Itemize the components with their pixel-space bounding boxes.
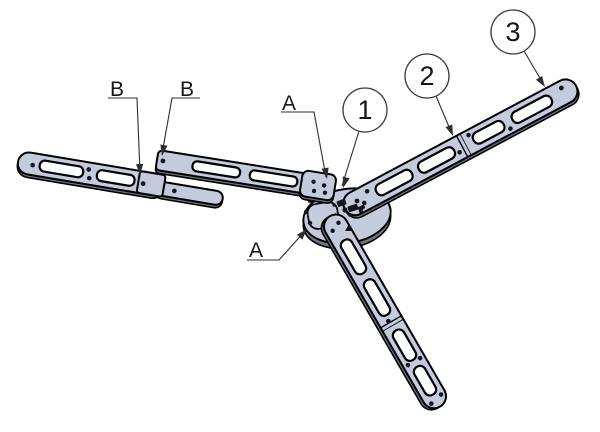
part-arm-bottom (320, 213, 447, 411)
balloon-3: 3 (490, 9, 536, 55)
label-a-upper: A (282, 92, 296, 115)
label-a-upper-leader (281, 111, 327, 178)
label-a-lower: A (249, 239, 263, 262)
part-arm-outer-left (16, 151, 224, 209)
label-b-left: B (110, 78, 124, 101)
label-b-right-leader (161, 97, 200, 155)
center-fasteners (332, 198, 366, 231)
label-a-lower-leader (247, 230, 306, 261)
balloon-1-number: 1 (357, 95, 372, 125)
part-arm-upper-right (342, 78, 580, 219)
leader-lines (108, 50, 545, 261)
balloon-1-leader (341, 130, 360, 187)
label-b-left-leader (108, 97, 141, 174)
balloon-2: 2 (404, 53, 450, 99)
detail-labels: B B A A (110, 78, 296, 262)
balloon-1: 1 (342, 87, 388, 133)
label-b-right: B (180, 78, 194, 101)
balloon-2-number: 2 (419, 61, 434, 91)
balloon-3-number: 3 (505, 17, 520, 47)
orientation-triangle-mark (345, 224, 353, 231)
